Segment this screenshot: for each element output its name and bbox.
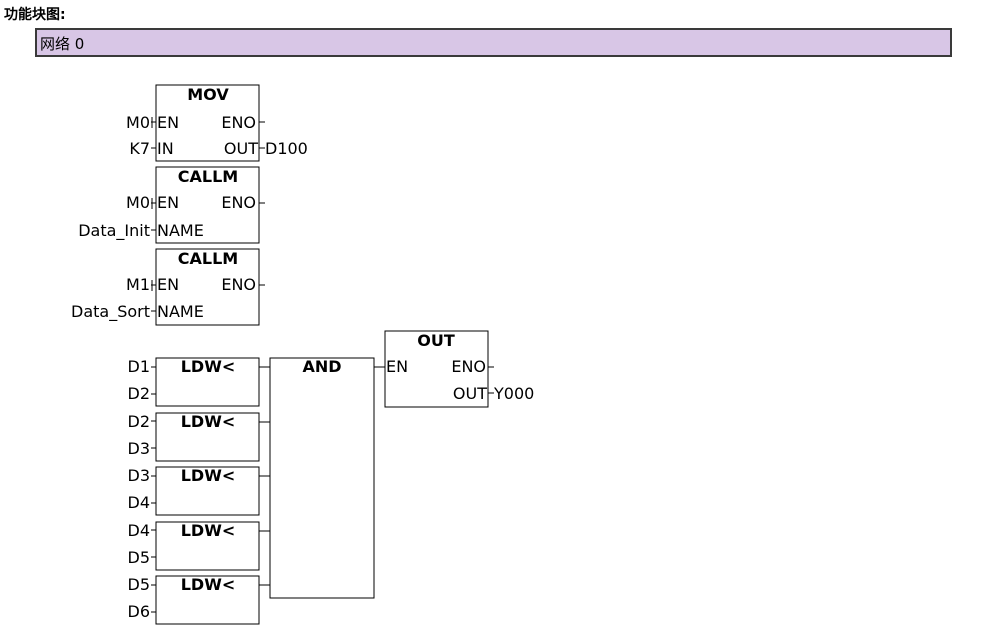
callm2-block-frame bbox=[155, 248, 260, 326]
network-header[interactable]: 网络 0 bbox=[35, 28, 952, 57]
and-title: AND bbox=[302, 357, 341, 376]
out-pin-out: OUT bbox=[453, 384, 487, 403]
out-out-operand: Y000 bbox=[493, 384, 534, 403]
ldw3-block-frame bbox=[155, 466, 260, 516]
out-title: OUT bbox=[417, 331, 455, 350]
mov-en-operand: M0 bbox=[126, 113, 150, 132]
mov-block[interactable]: MOV EN IN ENO OUT M0 K7 D100 bbox=[126, 84, 308, 162]
mov-title: MOV bbox=[187, 85, 229, 104]
mov-pin-eno: ENO bbox=[221, 113, 256, 132]
callm1-pin-eno: ENO bbox=[221, 193, 256, 212]
out-pin-en: EN bbox=[386, 357, 408, 376]
ldw-block-2[interactable]: LDW< D2 D3 bbox=[128, 412, 271, 462]
ldw3-title: LDW< bbox=[181, 466, 236, 485]
mov-pin-out: OUT bbox=[224, 139, 258, 158]
and-block-frame bbox=[269, 357, 375, 599]
callm2-en-operand: M1 bbox=[126, 275, 150, 294]
ldw2-title: LDW< bbox=[181, 412, 236, 431]
page-title: 功能块图: bbox=[4, 7, 66, 23]
out-pin-eno: ENO bbox=[451, 357, 486, 376]
ldw5-in2-operand: D6 bbox=[128, 602, 151, 621]
ldw5-in1-operand: D5 bbox=[128, 575, 151, 594]
ldw4-title: LDW< bbox=[181, 521, 236, 540]
ldw1-title: LDW< bbox=[181, 357, 236, 376]
ldw1-block-frame bbox=[155, 357, 260, 407]
out-block-frame bbox=[384, 330, 489, 408]
ldw-block-1[interactable]: LDW< D1 D2 bbox=[128, 357, 271, 407]
and-block[interactable]: AND bbox=[269, 357, 385, 599]
callm1-en-operand: M0 bbox=[126, 193, 150, 212]
mov-out-operand: D100 bbox=[265, 139, 308, 158]
callm1-pin-en: EN bbox=[157, 193, 179, 212]
callm1-title: CALLM bbox=[178, 167, 238, 186]
callm2-pin-name: NAME bbox=[157, 302, 204, 321]
callm1-pin-name: NAME bbox=[157, 221, 204, 240]
ldw-block-5[interactable]: LDW< D5 D6 bbox=[128, 575, 271, 625]
ldw2-in2-operand: D3 bbox=[128, 439, 151, 458]
ldw2-block-frame bbox=[155, 412, 260, 462]
callm-block-1[interactable]: CALLM EN NAME ENO M0 Data_Init bbox=[78, 166, 265, 244]
out-block[interactable]: OUT EN ENO OUT Y000 bbox=[384, 330, 534, 408]
mov-in-operand: K7 bbox=[129, 139, 150, 158]
mov-pin-en: EN bbox=[157, 113, 179, 132]
ldw1-in1-operand: D1 bbox=[128, 357, 151, 376]
mov-block-frame bbox=[155, 84, 260, 162]
ldw4-in2-operand: D5 bbox=[128, 548, 151, 567]
ldw4-in1-operand: D4 bbox=[128, 521, 151, 540]
ldw-block-4[interactable]: LDW< D4 D5 bbox=[128, 521, 271, 571]
ldw2-in1-operand: D2 bbox=[128, 412, 151, 431]
callm1-name-operand: Data_Init bbox=[78, 221, 150, 241]
callm2-pin-en: EN bbox=[157, 275, 179, 294]
network-label: 网络 0 bbox=[40, 35, 85, 53]
ldw5-block-frame bbox=[155, 575, 260, 625]
ldw5-title: LDW< bbox=[181, 575, 236, 594]
ldw1-in2-operand: D2 bbox=[128, 384, 151, 403]
callm2-title: CALLM bbox=[178, 249, 238, 268]
ldw-block-3[interactable]: LDW< D3 D4 bbox=[128, 466, 271, 516]
ldw3-in2-operand: D4 bbox=[128, 493, 151, 512]
ldw3-in1-operand: D3 bbox=[128, 466, 151, 485]
callm2-name-operand: Data_Sort bbox=[71, 302, 150, 322]
callm1-block-frame bbox=[155, 166, 260, 244]
callm-block-2[interactable]: CALLM EN NAME ENO M1 Data_Sort bbox=[71, 248, 265, 326]
mov-pin-in: IN bbox=[157, 139, 174, 158]
callm2-pin-eno: ENO bbox=[221, 275, 256, 294]
ldw4-block-frame bbox=[155, 521, 260, 571]
